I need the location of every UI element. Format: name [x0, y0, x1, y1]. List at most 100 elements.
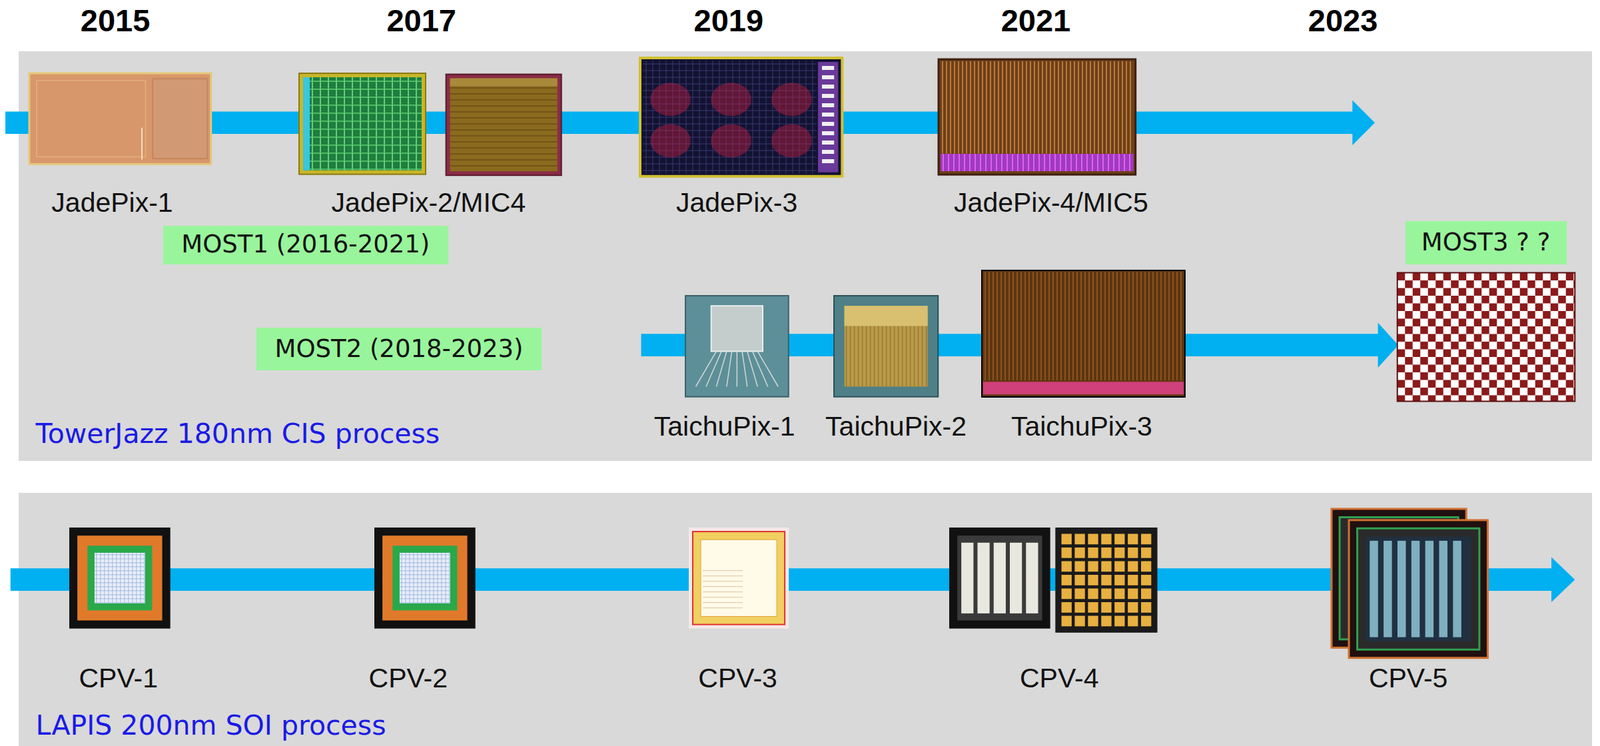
chip-detail: [1466, 311, 1475, 320]
year-label: 2017: [386, 2, 457, 39]
chip-detail: [1404, 311, 1413, 320]
chip-detail: [1127, 547, 1138, 559]
chip-detail: [1101, 602, 1112, 613]
chip-detail: [437, 552, 439, 604]
chip-detail: [1168, 271, 1170, 381]
chip-detail: [1061, 602, 1072, 613]
chip-detail: [702, 580, 743, 582]
chip-picture: [299, 73, 562, 176]
chip-detail: [1534, 272, 1543, 281]
chip-detail: [449, 147, 557, 150]
chip-detail: [705, 60, 707, 174]
chip-detail: [1025, 542, 1038, 614]
chip-detail: [1411, 540, 1421, 638]
chip-name: TaichuPix-3: [1011, 410, 1153, 443]
chip-detail: [449, 78, 557, 172]
chip-detail: [1070, 153, 1072, 172]
chip-detail: [104, 552, 106, 604]
chip-detail: [963, 153, 966, 172]
chip-detail: [1132, 271, 1134, 381]
chip-detail: [700, 539, 777, 617]
chip-detail: [1466, 357, 1475, 366]
chip-detail: [1450, 341, 1459, 350]
chip-detail: [343, 77, 346, 171]
chip-name: CPV-5: [1368, 662, 1449, 695]
chip-detail: [1534, 333, 1543, 342]
chip-detail: [1435, 387, 1444, 396]
chip-detail: [1116, 271, 1118, 381]
chip-detail: [1029, 61, 1032, 154]
chip-die: [1348, 520, 1488, 659]
chip-detail: [1458, 379, 1467, 388]
chip-detail: [1096, 271, 1098, 381]
chip-detail: [652, 60, 653, 174]
chip-detail: [449, 159, 557, 162]
chip-detail: [1101, 547, 1112, 559]
chip-detail: [1435, 295, 1444, 304]
chip-detail: [1101, 588, 1112, 600]
chip-detail: [1412, 287, 1421, 296]
chip-detail: [1054, 153, 1056, 172]
chip-detail: [1427, 303, 1436, 312]
chip-detail: [640, 57, 842, 177]
chip-detail: [1141, 561, 1152, 573]
chip-detail: [1112, 271, 1114, 381]
project-label: MOST2 (2018-2023): [275, 335, 524, 364]
chip-detail: [642, 63, 817, 65]
chip-detail: [873, 326, 876, 388]
chip-detail: [1512, 280, 1521, 289]
chip-detail: [758, 60, 760, 174]
chip-name: JadePix-1: [51, 187, 173, 219]
chip-detail: [1473, 318, 1482, 327]
chip-detail: [1458, 303, 1467, 312]
chip-detail: [1496, 357, 1505, 366]
chip-detail: [1102, 153, 1104, 172]
chip-detail: [1089, 61, 1092, 154]
chip-name: CPV-4: [1019, 662, 1100, 695]
chip-detail: [1141, 574, 1152, 586]
chip-detail: [94, 582, 146, 583]
chip-detail: [988, 271, 990, 381]
chip-detail: [449, 93, 557, 96]
chip-detail: [869, 326, 872, 388]
chip-detail: [985, 61, 988, 154]
chip-detail: [1442, 333, 1451, 342]
chip-detail: [843, 305, 928, 387]
chip-detail: [996, 271, 998, 381]
chip-detail: [116, 552, 118, 604]
chip-detail: [1519, 395, 1528, 401]
chip-detail: [1101, 561, 1112, 573]
chip-detail: [1442, 379, 1451, 388]
chip-name: JadePix-2/MIC4: [331, 187, 527, 219]
chip-detail: [1488, 364, 1497, 373]
chip-die: [29, 73, 212, 164]
chip-detail: [1101, 574, 1112, 586]
chip-detail: [1004, 271, 1006, 381]
chip-detail: [1172, 271, 1174, 381]
chip-detail: [308, 89, 422, 91]
chip-detail: [692, 531, 785, 625]
chip-detail: [1053, 61, 1056, 154]
chip-detail: [1466, 280, 1475, 289]
chip-detail: [1107, 153, 1110, 172]
chip-detail: [1081, 61, 1084, 154]
chip-detail: [1022, 153, 1024, 172]
chip-detail: [94, 578, 146, 579]
chip-detail: [913, 326, 916, 388]
chip-detail: [1504, 349, 1513, 358]
chip-detail: [747, 351, 758, 388]
year-label: 2021: [1001, 2, 1072, 39]
chip-detail: [945, 61, 948, 154]
chip-detail: [949, 61, 952, 154]
chip-detail: [1032, 271, 1034, 381]
chip-detail: [1108, 271, 1110, 381]
chip-detail: [1496, 387, 1505, 396]
chip-detail: [821, 93, 834, 98]
chip-detail: [1512, 372, 1521, 381]
chip-detail: [917, 326, 920, 388]
chip-detail: [94, 552, 146, 604]
chip-detail: [1036, 271, 1038, 381]
chip-detail: [1442, 287, 1451, 296]
chip-detail: [1450, 295, 1459, 304]
chip-detail: [947, 153, 950, 172]
